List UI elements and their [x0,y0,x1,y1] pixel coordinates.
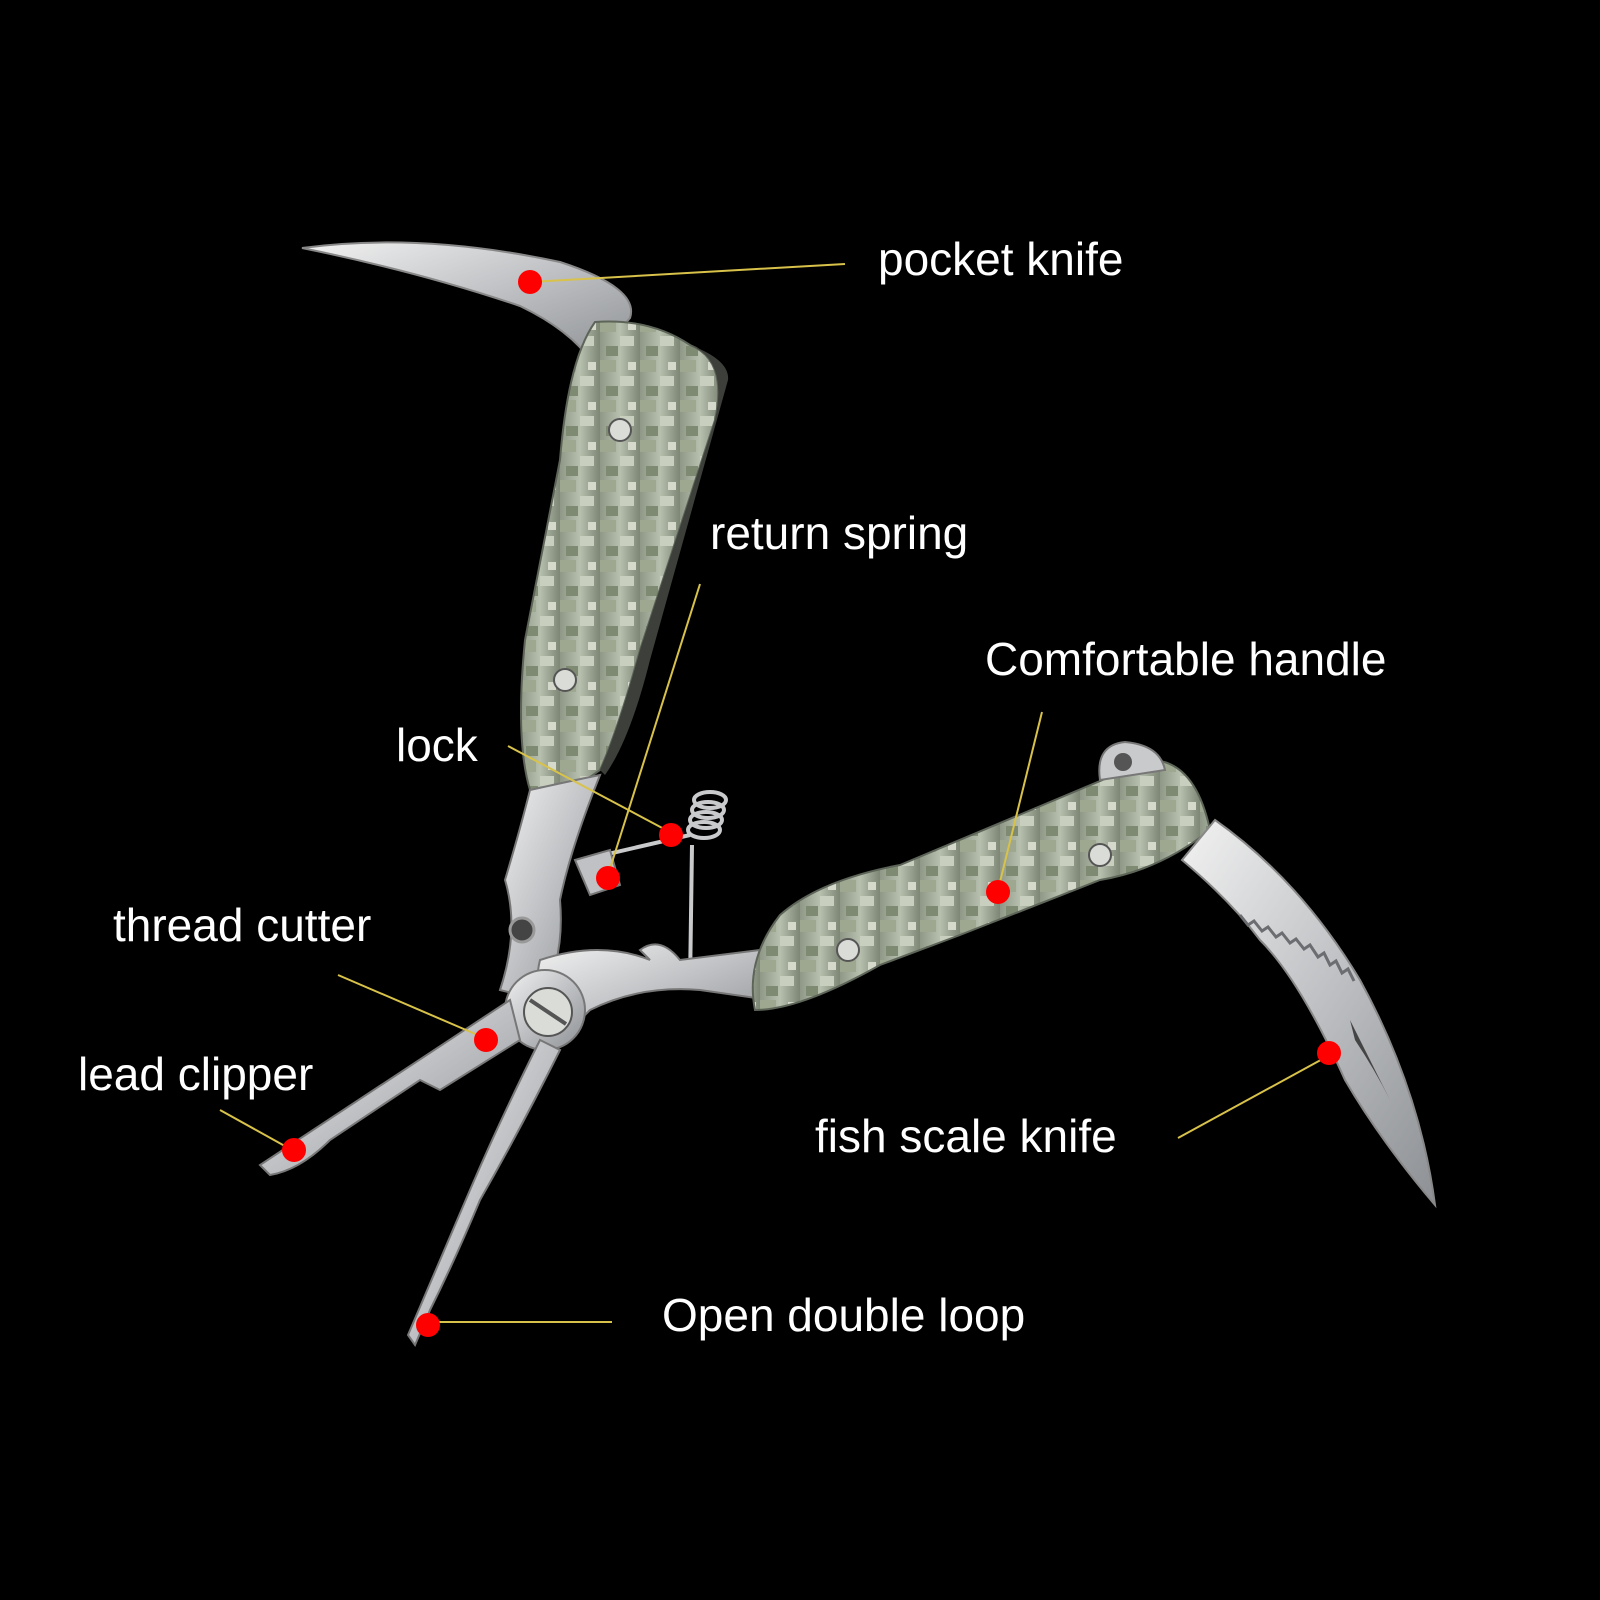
label-lock: lock [396,719,478,771]
pocket-knife-blade [301,241,633,364]
lower-jaw [406,1038,562,1348]
label-pocket-knife: pocket knife [878,233,1124,285]
pivot-screw-slot [528,998,568,1026]
markers [282,270,1341,1337]
leader-line-lead-clipper [219,1109,293,1151]
marker-comfortable-handle [986,880,1010,904]
marker-return-spring [596,866,620,890]
label-fish-scale-knife: fish scale knife [815,1110,1117,1162]
label-open-double-loop: Open double loop [662,1289,1026,1341]
leader-lines [219,263,1329,1323]
marker-lock [659,823,683,847]
marker-open-double-loop [416,1313,440,1337]
leader-line-thread-cutter [337,974,481,1037]
marker-fish-scale-knife [1317,1041,1341,1065]
label-comfortable-handle: Comfortable handle [985,633,1387,685]
leader-line-comfortable-handle [997,711,1043,891]
right-handle [751,758,1212,1012]
leader-line-return-spring [607,583,701,876]
left-jaw [258,998,522,1177]
label-return-spring: return spring [710,507,969,559]
marker-thread-cutter [474,1028,498,1052]
right-handle-screw-left [836,938,860,962]
fish-scale-knife-blade [1180,818,1437,1209]
lanyard-tab [1098,740,1167,782]
label-thread-cutter: thread cutter [113,899,372,951]
leader-line-lock [507,745,667,831]
upper-handle-screw-bottom [553,668,577,692]
marker-pocket-knife [518,270,542,294]
marker-lead-clipper [282,1138,306,1162]
fish-scale-knife-slot [1350,1020,1390,1100]
leader-line-pocket-knife [529,263,846,283]
upper-handle-screw-top [608,418,632,442]
label-lead-clipper: lead clipper [78,1048,314,1100]
fish-scale-serration [1238,914,1356,982]
lanyard-hole [1114,753,1132,771]
leader-line-fish-scale-knife [1177,1055,1329,1139]
right-handle-screw-right [1088,843,1112,867]
upper-pivot-hole [508,916,536,944]
